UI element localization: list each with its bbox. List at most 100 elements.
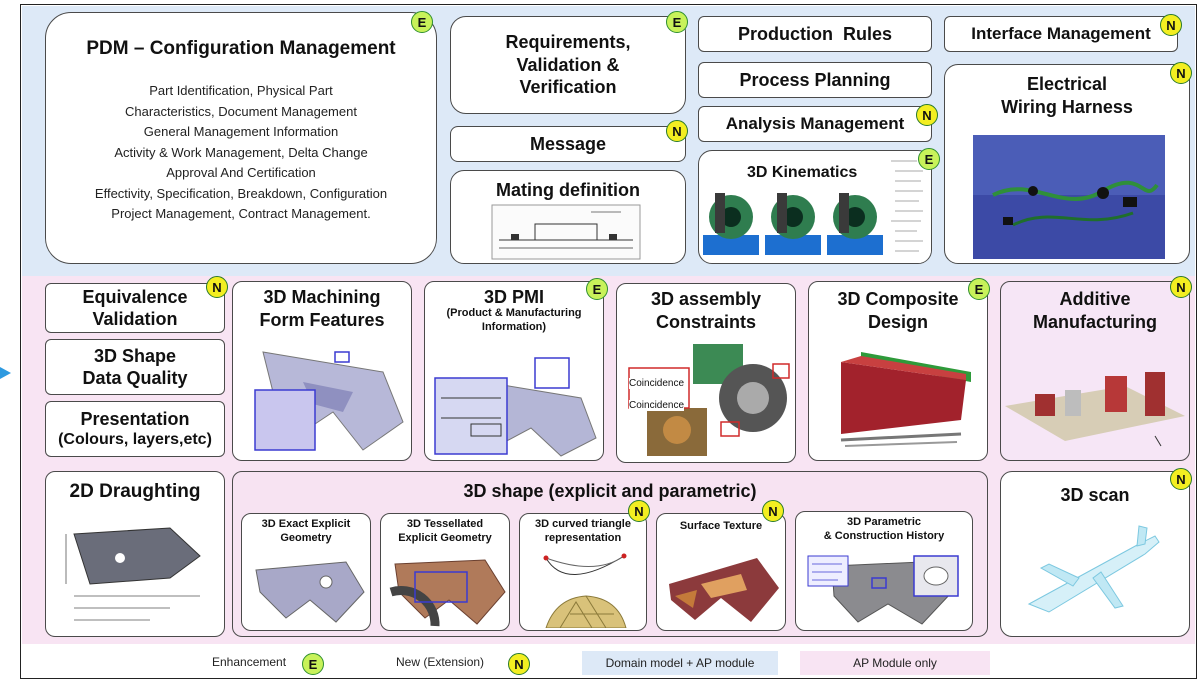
equivalence-box: Equivalence Validation	[45, 283, 225, 333]
shape-group-title: 3D shape (explicit and parametric)	[463, 481, 757, 501]
kinematics-picture	[703, 193, 883, 255]
kinematics-tree-panel	[887, 153, 931, 263]
curved-triangle-picture	[543, 553, 627, 628]
assembly-line: 3D assembly	[650, 289, 762, 309]
composite-box: 3D Composite Design	[808, 281, 988, 461]
draughting-title: 2D Draughting	[69, 481, 201, 502]
equivalence-title: Equivalence Validation	[82, 286, 187, 331]
surface-texture-picture	[669, 558, 779, 622]
coincidence-label: Coincidence	[629, 378, 685, 389]
composite-line: Design	[867, 311, 928, 332]
draughting-drawing	[65, 527, 201, 621]
shape-quality-line: 3D Shape	[93, 345, 177, 366]
pmi-subtitle: (Product & Manufacturing Information)	[425, 307, 603, 335]
mating-drawing	[491, 204, 641, 260]
requirements-line: Verification	[519, 77, 617, 98]
composite-picture	[840, 352, 971, 447]
pdm-line: General Management Information	[143, 124, 339, 139]
pdm-line: Part Identification, Physical Part	[149, 83, 333, 98]
interface-new-badge: N	[1160, 14, 1182, 36]
legend-enhancement-label: Enhancement	[212, 655, 287, 669]
pmi-box: 3D PMI (Product & Manufacturing Informat…	[424, 281, 604, 461]
shape-card-line: 3D curved triangle	[535, 518, 631, 530]
assembly-line: Constraints	[655, 311, 756, 332]
requirements-line: Requirements,	[505, 32, 631, 53]
pmi-enhancement-badge: E	[586, 278, 608, 300]
shape-card-title: 3D Exact Explicit Geometry	[242, 518, 370, 546]
pmi-part-picture	[434, 357, 597, 457]
tessellated-picture	[389, 559, 506, 627]
shape-quality-line: Data Quality	[82, 368, 188, 388]
shape-card-line: 3D Tessellated	[406, 518, 484, 530]
requirements-enhancement-badge: E	[666, 11, 688, 33]
electrical-line: Wiring Harness	[1001, 96, 1133, 117]
additive-new-badge: N	[1170, 276, 1192, 298]
presentation-line: (Colours, layers,etc)	[58, 431, 212, 449]
pdm-line: Approval And Certification	[166, 165, 316, 180]
shape-card-exact: 3D Exact Explicit Geometry	[241, 513, 371, 631]
pmi-subtitle-line: Information)	[481, 320, 547, 333]
pdm-line: Project Management, Contract Management.	[111, 206, 371, 221]
message-box: Message	[450, 126, 686, 162]
additive-picture	[1005, 372, 1185, 447]
kinematics-title: 3D Kinematics	[747, 164, 858, 181]
wiring-harness-picture	[973, 135, 1165, 259]
pdm-box: PDM – Configuration Management Part Iden…	[45, 12, 437, 264]
shape-card-texture: Surface Texture	[656, 513, 786, 631]
requirements-box: Requirements, Validation & Verification	[450, 16, 686, 114]
legend-ap-swatch: AP Module only	[800, 651, 990, 675]
message-new-badge: N	[666, 120, 688, 142]
assembly-picture	[628, 344, 790, 456]
pdm-line: Effectivity, Specification, Breakdown, C…	[94, 185, 388, 201]
additive-title: Additive Manufacturing	[1001, 288, 1189, 333]
shape-card-curved: 3D curved triangle representation	[519, 513, 647, 631]
electrical-line: Electrical	[1026, 74, 1108, 94]
equivalence-line: Equivalence	[82, 286, 188, 307]
presentation-title: Presentation (Colours, layers,etc)	[58, 408, 212, 451]
analysis-management-box: Analysis Management	[698, 106, 932, 142]
pdm-line: Activity & Work Management, Delta Change	[114, 144, 368, 160]
additive-box: Additive Manufacturing	[1000, 281, 1190, 461]
composite-enhancement-badge: E	[968, 278, 990, 300]
shape-card-line: Explicit Geometry	[398, 531, 492, 544]
production-rules-box: Production Rules	[698, 16, 932, 52]
electrical-title: Electrical Wiring Harness	[945, 73, 1189, 118]
surface-texture-new-badge: N	[762, 500, 784, 522]
presentation-line: Presentation	[80, 408, 190, 429]
presentation-box: Presentation (Colours, layers,etc)	[45, 401, 225, 457]
composite-title: 3D Composite Design	[809, 288, 987, 333]
legend-new-badge: N	[508, 653, 530, 675]
mating-box: Mating definition	[450, 170, 686, 264]
assembly-box: 3D assembly Constraints Coincidence Coin…	[616, 283, 796, 463]
equivalence-line: Validation	[92, 309, 178, 329]
electrical-new-badge: N	[1170, 62, 1192, 84]
analysis-new-badge: N	[916, 104, 938, 126]
shape-card-line: Geometry	[280, 531, 332, 544]
shape-card-line: representation	[544, 531, 622, 544]
legend-enhancement-badge: E	[302, 653, 324, 675]
interface-management-box: Interface Management	[944, 16, 1178, 52]
shape-quality-box: 3D Shape Data Quality	[45, 339, 225, 395]
shape-quality-title: 3D Shape Data Quality	[82, 345, 187, 390]
machining-box: 3D Machining Form Features	[232, 281, 412, 461]
analysis-management-title: Analysis Management	[725, 114, 905, 134]
shape-card-title: Surface Texture	[679, 520, 763, 532]
equivalence-new-badge: N	[206, 276, 228, 298]
kinematics-box: 3D Kinematics	[698, 150, 932, 264]
requirements-line: Validation &	[516, 54, 620, 75]
shape-card-tessellated: 3D Tessellated Explicit Geometry	[380, 513, 510, 631]
pdm-line: Characteristics, Document Management	[125, 103, 357, 119]
coincidence-label: Coincidence	[629, 400, 685, 411]
pmi-title: 3D PMI	[483, 287, 544, 307]
exact-geometry-picture	[255, 561, 365, 623]
machining-line: Form Features	[259, 309, 385, 330]
process-planning-box: Process Planning	[698, 62, 932, 98]
scan-new-badge: N	[1170, 468, 1192, 490]
machining-part-picture	[254, 351, 404, 451]
draughting-box: 2D Draughting	[45, 471, 225, 637]
shape-card-line: 3D Exact Explicit	[261, 518, 351, 530]
requirements-title: Requirements, Validation & Verification	[505, 31, 630, 99]
shape-card-title: 3D curved triangle representation	[520, 518, 646, 546]
assembly-title: 3D assembly Constraints	[617, 288, 795, 333]
pdm-title: PDM – Configuration Management	[86, 38, 396, 59]
